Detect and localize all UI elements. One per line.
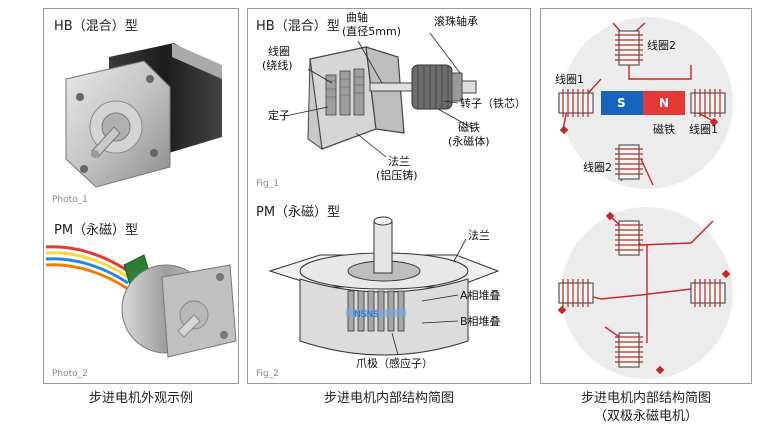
bipolar-diagrams <box>557 17 733 379</box>
magnet-text-label: 磁铁 <box>653 123 675 136</box>
hb-structure-title: HB（混合）型 <box>256 19 340 34</box>
pm-structure-title: PM（永磁）型 <box>256 205 341 220</box>
magnet-label: 磁铁 <box>458 121 480 134</box>
coil1-left-label: 线圈1 <box>555 73 584 86</box>
photo-1-tag: Photo_1 <box>52 195 88 205</box>
rotor-label: 转子（铁芯） <box>460 97 526 110</box>
bipolar-panel: S N 线圈2 线圈1 线圈1 磁铁 线圈2 <box>540 8 752 384</box>
flange-pm-label: 法兰 <box>468 229 490 242</box>
pm-type-title: PM（永磁）型 <box>54 223 139 238</box>
crankshaft-note: (直径5mm) <box>342 25 402 38</box>
pole-n-label: N <box>659 96 670 110</box>
nsns-label: NSNS <box>354 310 379 320</box>
coil-label: 线圈 <box>268 45 290 58</box>
crankshaft-label: 曲轴 <box>346 11 368 24</box>
stack-a-label: A相堆叠 <box>460 289 501 302</box>
caption-appearance: 步进电机外观示例 <box>88 391 193 406</box>
structure-panel: HB（混合）型 <box>247 8 531 384</box>
fig-1-tag: Fig_1 <box>256 179 279 189</box>
caption-structure: 步进电机内部结构简图 <box>323 391 454 406</box>
flange-label: 法兰 <box>388 155 410 168</box>
stack-b-label: B相堆叠 <box>460 315 501 328</box>
ball-bearing-label: 滚珠轴承 <box>434 15 478 28</box>
hb-type-title: HB（混合）型 <box>54 19 138 34</box>
coil2-bottom-label: 线圈2 <box>583 161 612 174</box>
claw-pole-label: 爪极（感应子） <box>356 357 433 370</box>
coil1-right-label: 线圈1 <box>689 123 718 136</box>
hb-exploded-diagram <box>289 32 477 158</box>
stator-label: 定子 <box>268 109 290 122</box>
coil-note: (绕线) <box>262 59 293 72</box>
caption-bipolar-line1: 步进电机内部结构简图 <box>580 391 711 406</box>
pole-s-label: S <box>617 96 626 110</box>
coil2-top-label: 线圈2 <box>647 39 676 52</box>
photo-2-tag: Photo_2 <box>52 369 88 379</box>
magnet-note: (永磁体) <box>448 135 490 148</box>
flange-note: (铝压铸) <box>376 169 418 182</box>
hb-motor-photo <box>65 43 222 188</box>
fig-2-tag: Fig_2 <box>256 369 279 379</box>
caption-bipolar-line2: （双极永磁电机） <box>593 409 698 424</box>
appearance-panel: HB（混合）型 Photo_1 PM（永磁）型 <box>43 8 239 384</box>
